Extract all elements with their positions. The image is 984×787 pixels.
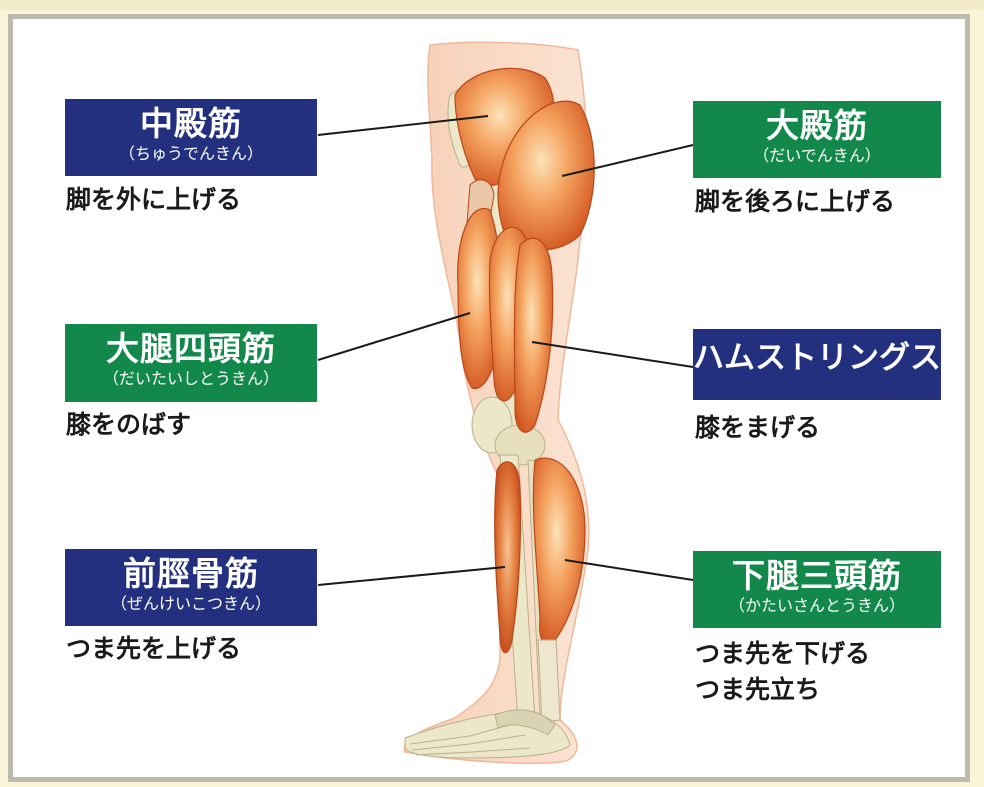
muscle-name: 中殿筋: [65, 107, 317, 140]
muscle-reading: （だいでんきん）: [693, 148, 941, 164]
label-tibialis-anterior: 前脛骨筋 （ぜんけいこつきん）: [65, 549, 317, 626]
label-gluteus-medius: 中殿筋 （ちゅうでんきん）: [65, 99, 317, 176]
function-triceps-surae-2: つま先立ち: [695, 673, 820, 707]
function-quadriceps: 膝をのばす: [66, 408, 191, 442]
function-tibialis-anterior: つま先を上げる: [66, 632, 241, 666]
triceps-surae-muscle: [533, 458, 585, 644]
label-quadriceps: 大腿四頭筋 （だいたいしとうきん）: [65, 324, 317, 402]
muscle-name: 前脛骨筋: [65, 557, 317, 590]
label-hamstrings: ハムストリングス: [693, 329, 941, 400]
label-gluteus-maximus: 大殿筋 （だいでんきん）: [693, 101, 941, 178]
muscle-reading: （ちゅうでんきん）: [65, 146, 317, 162]
muscle-name: ハムストリングス: [693, 343, 941, 374]
function-gluteus-maximus: 脚を後ろに上げる: [695, 185, 895, 219]
achilles-tendon: [538, 640, 560, 722]
function-hamstrings: 膝をまげる: [695, 411, 820, 445]
muscle-reading: （ぜんけいこつきん）: [65, 596, 317, 612]
function-triceps-surae-1: つま先を下げる: [695, 637, 870, 671]
muscle-name: 大殿筋: [693, 109, 941, 142]
muscle-name: 下腿三頭筋: [693, 559, 941, 592]
label-triceps-surae: 下腿三頭筋 （かたいさんとうきん）: [693, 551, 941, 628]
muscle-name: 大腿四頭筋: [65, 332, 317, 365]
muscle-reading: （だいたいしとうきん）: [65, 371, 317, 387]
muscle-reading: （かたいさんとうきん）: [693, 598, 941, 614]
leader-line-quadriceps: [318, 313, 470, 360]
function-gluteus-medius: 脚を外に上げる: [66, 183, 241, 217]
leader-line-tibialis-anterior: [318, 567, 505, 585]
